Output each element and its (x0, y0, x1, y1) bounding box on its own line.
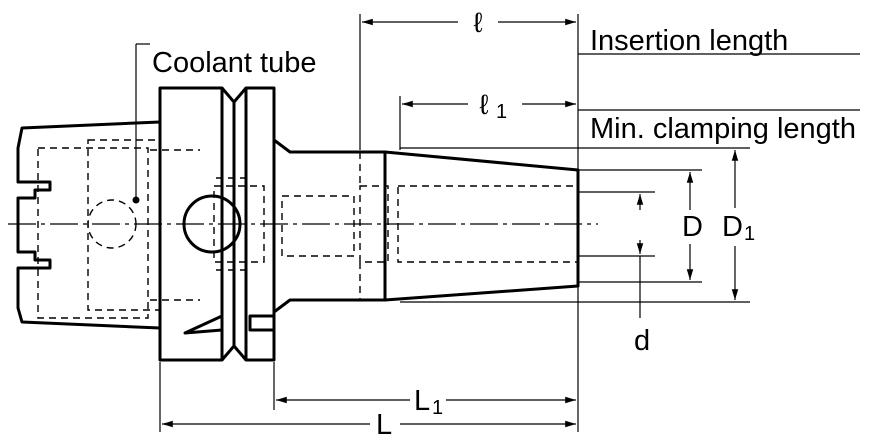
neck (273, 138, 387, 314)
label-coolant-tube: Coolant tube (152, 47, 316, 79)
flange-wedge (183, 314, 224, 335)
label-D1-subscript: 1 (744, 223, 755, 245)
label-d: d (634, 325, 650, 357)
label-L1-subscript: 1 (432, 397, 443, 419)
extension-lines (159, 14, 860, 432)
tapered-nose (384, 150, 580, 302)
hidden-lines (37, 139, 579, 319)
label-L: L (376, 409, 392, 441)
label-insertion-length: Insertion length (590, 25, 788, 57)
label-D: D (682, 211, 703, 243)
dimension-lines (162, 18, 739, 428)
label-min-clamping-length: Min. clamping length (590, 113, 856, 145)
label-L1: L (414, 385, 430, 417)
label-D1: D (722, 211, 743, 243)
hsk-shank-outline (16, 120, 161, 330)
label-l1-subscript: 1 (496, 101, 507, 123)
label-l1: ℓ (479, 89, 488, 120)
collar-notch (248, 314, 276, 332)
label-l: ℓ (473, 7, 482, 38)
